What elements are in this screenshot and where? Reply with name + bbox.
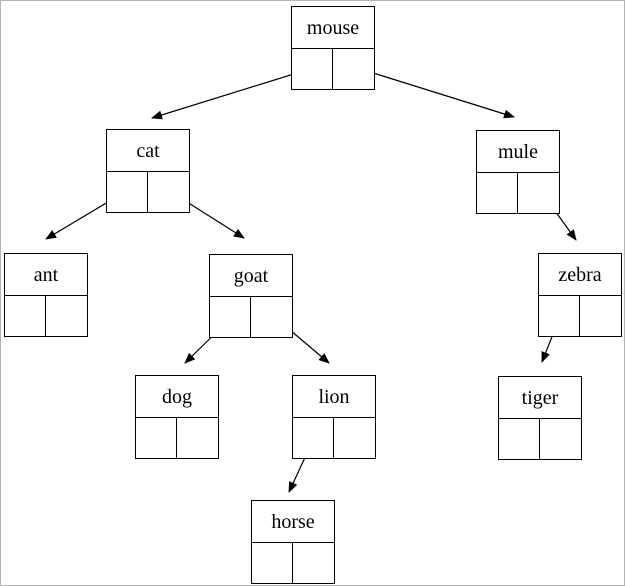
tree-node-horse: horse [251,500,335,584]
pointer-cells [539,296,621,336]
pointer-cells [136,418,218,458]
tree-node-lion: lion [292,375,376,459]
pointer-cells [293,418,375,458]
right-pointer-cell [540,419,581,459]
tree-node-dog: dog [135,375,219,459]
pointer-cells [499,419,581,459]
left-pointer-cell [539,296,580,336]
node-label: ant [5,254,87,296]
node-label: mule [477,131,559,173]
pointer-cells [107,172,189,212]
right-pointer-cell [148,172,189,212]
node-label: cat [107,130,189,172]
pointer-cells [5,296,87,336]
left-pointer-cell [477,173,518,213]
pointer-cells [252,543,334,583]
node-label: dog [136,376,218,418]
left-pointer-cell [107,172,148,212]
node-label: goat [210,255,292,297]
right-pointer-cell [580,296,621,336]
right-pointer-cell [293,543,334,583]
right-pointer-cell [334,418,375,458]
pointer-cells [477,173,559,213]
edge-mouse-left-to-cat [151,67,314,120]
left-pointer-cell [136,418,177,458]
edge-mouse-right-to-mule [353,66,515,119]
node-label: lion [293,376,375,418]
right-pointer-cell [251,297,292,337]
tree-node-goat: goat [209,254,293,338]
left-pointer-cell [252,543,293,583]
node-label: zebra [539,254,621,296]
left-pointer-cell [5,296,46,336]
node-label: horse [252,501,334,543]
left-pointer-cell [293,418,334,458]
node-label: mouse [292,7,374,49]
right-pointer-cell [46,296,87,336]
tree-node-cat: cat [106,129,190,213]
right-pointer-cell [518,173,559,213]
right-pointer-cell [177,418,218,458]
left-pointer-cell [210,297,251,337]
tree-node-mouse: mouse [291,6,375,90]
node-label: tiger [499,377,581,419]
tree-node-ant: ant [4,253,88,337]
right-pointer-cell [333,49,374,89]
left-pointer-cell [292,49,333,89]
pointer-cells [292,49,374,89]
tree-node-tiger: tiger [498,376,582,460]
pointer-cells [210,297,292,337]
tree-node-mule: mule [476,130,560,214]
tree-node-zebra: zebra [538,253,622,337]
left-pointer-cell [499,419,540,459]
